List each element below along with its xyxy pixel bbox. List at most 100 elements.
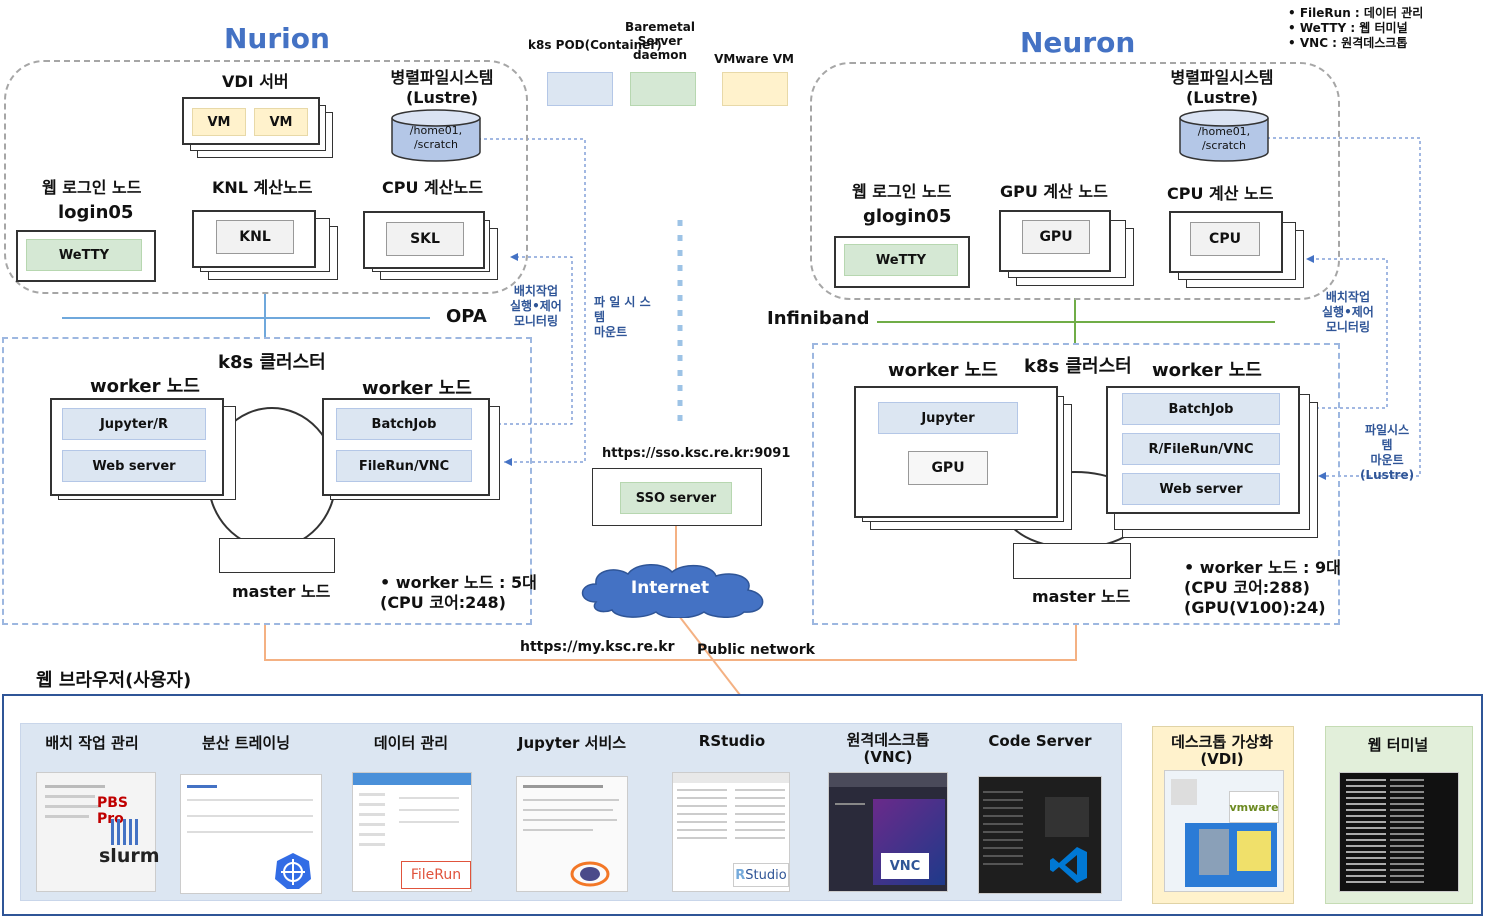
- jupyter-pod: Jupyter: [878, 402, 1018, 434]
- vdi-label: 데스크톱 가상화 (VDI): [1171, 733, 1273, 768]
- neuron-web-login-label: 웹 로그인 노드: [852, 182, 952, 201]
- jupyter-screenshot[interactable]: [516, 776, 628, 892]
- infiniband-label: Infiniband: [767, 308, 870, 329]
- neuron-k8s-label: k8s 클러스터: [1024, 356, 1132, 377]
- neuron-fs-mount-note: 파일시스 템 마운트 (Lustre): [1360, 423, 1415, 482]
- opa-label: OPA: [446, 306, 487, 327]
- data-screenshot[interactable]: FileRun: [352, 772, 472, 892]
- neuron-login-name: glogin05: [863, 206, 952, 227]
- neuron-fs-path: /home01, /scratch: [1197, 125, 1251, 152]
- vnc-screenshot[interactable]: VNC: [828, 772, 948, 892]
- browser-frame: [2, 694, 1483, 916]
- training-screenshot[interactable]: [180, 774, 322, 894]
- nurion-fs-label: 병렬파일시스템 (Lustre): [390, 68, 494, 107]
- neuron-wetty: WeTTY: [844, 244, 958, 276]
- service-data-label: 데이터 관리: [373, 734, 449, 752]
- gpu-box: GPU: [908, 451, 988, 485]
- nurion-k8s-label: k8s 클러스터: [218, 352, 326, 373]
- internet-cloud: [581, 564, 764, 618]
- public-network-label: Public network: [697, 642, 815, 658]
- neuron-compute-region: [810, 62, 1340, 300]
- nurion-wetty: WeTTY: [26, 239, 142, 271]
- nurion-stats: • worker 노드 : 5대 (CPU 코어:248): [380, 573, 537, 612]
- legend-note: • VNC : 원격데스크톱: [1288, 36, 1408, 50]
- neuron-lustre-cylinder: [1179, 109, 1269, 162]
- jupyter-logo-icon: [570, 861, 610, 887]
- nurion-title: Nurion: [224, 22, 330, 55]
- filerun-vnc-pod: FileRun/VNC: [336, 450, 472, 482]
- nurion-compute-region: [4, 60, 528, 294]
- vm-box-2: VM: [254, 108, 308, 136]
- legend-note: • WeTTY : 웹 터미널: [1288, 21, 1408, 35]
- knl-node: [192, 210, 316, 268]
- vmware-logo: vmware: [1229, 791, 1279, 823]
- knl-box: KNL: [216, 220, 294, 254]
- nurion-cpu-node-label: CPU 계산노드: [382, 178, 483, 197]
- cpu-compute-box: CPU: [1190, 222, 1260, 256]
- sso-url: https://sso.ksc.re.kr:9091: [602, 446, 791, 461]
- nurion-web-server-pod: Web server: [62, 450, 206, 482]
- nurion-worker1-label: worker 노드: [90, 376, 200, 397]
- nurion-login-name: login05: [58, 202, 134, 223]
- service-code-label: Code Server: [988, 732, 1092, 750]
- gpu-compute-box: GPU: [1022, 220, 1090, 254]
- legend-k8s-label: k8s POD(Container): [528, 38, 662, 52]
- nurion-k8s-cluster: [2, 337, 532, 625]
- gpu-node-label: GPU 계산 노드: [1000, 182, 1108, 201]
- slurm-icon: [111, 819, 141, 845]
- legend-baremetal-label: Baremetal Server daemon: [625, 20, 695, 62]
- legend-note: • FileRun : 데이터 관리: [1288, 6, 1424, 20]
- nurion-lustre-cylinder: [391, 109, 481, 162]
- nurion-cpu-node: [363, 211, 485, 269]
- nurion-master-node: [219, 538, 335, 573]
- slurm-logo: slurm: [99, 845, 160, 867]
- my-url: https://my.ksc.re.kr: [520, 639, 675, 655]
- legend-vmware-label: VMware VM: [714, 52, 794, 66]
- nurion-master-label: master 노드: [232, 582, 331, 601]
- neuron-worker1-label: worker 노드: [888, 360, 998, 381]
- neuron-title: Neuron: [1020, 26, 1136, 59]
- service-training-label: 분산 트레이닝: [201, 734, 291, 752]
- legend-vmware-swatch: [722, 72, 788, 106]
- service-vnc-label: 원격데스크톱 (VNC): [846, 731, 930, 766]
- vscode-icon: [1050, 847, 1087, 883]
- neuron-web-server-pod: Web server: [1122, 473, 1280, 505]
- nurion-fs-mount-note: 파 일 시 스 템 마운트: [594, 295, 651, 339]
- terminal-label: 웹 터미널: [1367, 736, 1429, 754]
- neuron-batchjob-pod: BatchJob: [1122, 393, 1280, 425]
- nurion-fs-path: /home01, /scratch: [409, 124, 463, 151]
- service-rstudio-label: RStudio: [698, 732, 766, 750]
- code-server-screenshot[interactable]: [978, 776, 1102, 894]
- neuron-worker2-label: worker 노드: [1152, 360, 1262, 381]
- vnc-logo: VNC: [881, 853, 929, 879]
- neuron-cpu-node-label: CPU 계산 노드: [1167, 184, 1274, 203]
- service-jupyter-label: Jupyter 서비스: [517, 734, 627, 752]
- r-filerun-vnc-pod: R/FileRun/VNC: [1122, 433, 1280, 465]
- terminal-screenshot[interactable]: [1339, 772, 1459, 892]
- service-batch-label: 배치 작업 관리: [45, 734, 139, 752]
- legend-baremetal-swatch: [630, 72, 696, 106]
- filerun-logo: FileRun: [401, 861, 471, 889]
- vdi-screenshot[interactable]: vmware: [1164, 770, 1284, 892]
- legend-notes: • FileRun : 데이터 관리 • WeTTY : 웹 터미널 • VNC…: [1288, 6, 1423, 51]
- nurion-worker2-label: worker 노드: [362, 378, 472, 399]
- neuron-fs-label: 병렬파일시스템 (Lustre): [1170, 68, 1274, 107]
- browser-title: 웹 브라우저(사용자): [36, 670, 192, 691]
- skl-box: SKL: [386, 222, 464, 256]
- neuron-k8s-cluster: [812, 343, 1340, 625]
- nurion-batch-note: 배치작업 실행•제어 모니터링: [510, 284, 562, 328]
- neuron-master-node: [1013, 543, 1131, 579]
- batch-screenshot[interactable]: PBS Pro slurm: [36, 772, 160, 892]
- internet-label: Internet: [630, 578, 710, 598]
- vdi-server-label: VDI 서버: [222, 72, 289, 91]
- neuron-master-label: master 노드: [1032, 587, 1131, 606]
- nurion-web-login-label: 웹 로그인 노드: [42, 178, 142, 197]
- legend-k8s-swatch: [547, 72, 613, 106]
- neuron-stats: • worker 노드 : 9대 (CPU 코어:288) (GPU(V100)…: [1184, 558, 1341, 617]
- neuron-batch-note: 배치작업 실행•제어 모니터링: [1322, 290, 1374, 334]
- sso-server: SSO server: [620, 482, 732, 514]
- jupyter-r-pod: Jupyter/R: [62, 408, 206, 440]
